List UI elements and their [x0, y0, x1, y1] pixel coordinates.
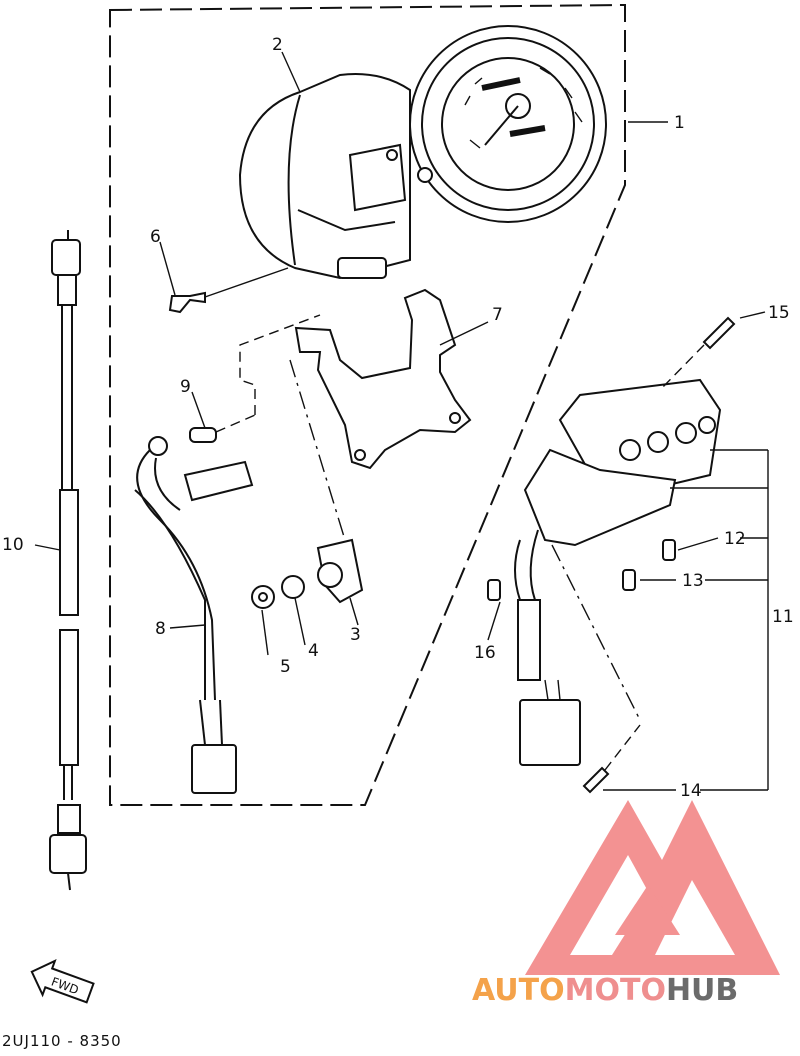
- indicator-assembly-11: [514, 378, 722, 766]
- callout-6: 6: [150, 227, 161, 247]
- part-9-bulb: [189, 314, 321, 443]
- callout-7: 7: [492, 305, 503, 325]
- callout-13: 13: [682, 571, 704, 591]
- callout-4: 4: [308, 641, 319, 661]
- callout-2: 2: [272, 35, 283, 55]
- callout-11: 11: [772, 607, 794, 627]
- speedometer-assembly: [238, 25, 607, 280]
- callout-10: 10: [2, 535, 24, 555]
- callout-15: 15: [768, 303, 790, 323]
- watermark-auto: AUTO: [472, 973, 565, 1008]
- screw-15: [659, 316, 736, 391]
- watermark-logo-mark: [525, 800, 780, 975]
- watermark-moto: MOTO: [565, 973, 666, 1008]
- leader-lines: [34, 51, 769, 791]
- cable-10: [49, 230, 87, 891]
- part-16-bulb: [487, 579, 501, 601]
- callout-3: 3: [350, 625, 361, 645]
- drawing-number: 2UJ110 - 8350: [2, 1032, 122, 1050]
- watermark-text: AUTOMOTOHUB: [472, 973, 738, 1008]
- assembly-boundary: [109, 3, 626, 806]
- fwd-arrow: FWD: [30, 959, 95, 1004]
- screw-14: [582, 724, 641, 794]
- callout-14: 14: [680, 781, 702, 801]
- callout-5: 5: [280, 657, 291, 677]
- watermark-hub: HUB: [666, 973, 738, 1008]
- callout-8: 8: [155, 619, 166, 639]
- callout-9: 9: [180, 377, 191, 397]
- callout-16: 16: [474, 643, 496, 663]
- parts-3-4-5: [251, 359, 364, 609]
- callout-12: 12: [724, 529, 746, 549]
- callout-1: 1: [674, 113, 685, 133]
- screw-6: [168, 267, 289, 314]
- bracket-7: [294, 288, 472, 470]
- harness-8: [134, 436, 254, 794]
